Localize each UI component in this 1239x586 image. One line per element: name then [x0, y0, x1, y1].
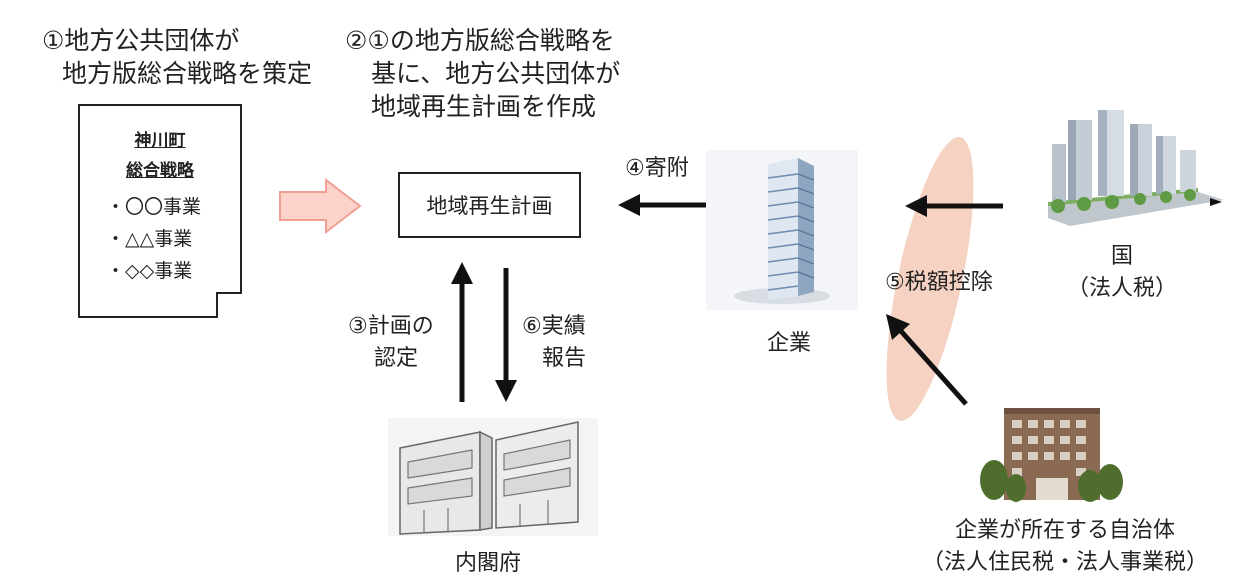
- step2-text: ②①の地方版総合戦略を 基に、地方公共団体が 地域再生計画を作成: [345, 24, 620, 123]
- step1-text: ①地方公共団体が 地方版総合戦略を策定: [42, 24, 312, 90]
- step1-line1: ①地方公共団体が: [42, 26, 240, 55]
- local-tax-arrow-icon: [886, 314, 968, 406]
- step3-line1: ③計画の: [348, 314, 434, 339]
- national-tax-arrow-icon: [905, 195, 1003, 217]
- document-title-line1: 神川町: [134, 131, 186, 151]
- step1-line2: 地方版総合戦略を策定: [62, 59, 313, 88]
- step2-line2: 基に、地方公共団体が: [371, 59, 621, 88]
- city-skyline-icon: [1048, 110, 1224, 226]
- step2-line1: ②①の地方版総合戦略を: [345, 26, 615, 55]
- local-government-line1: 企業が所在する自治体: [954, 518, 1175, 543]
- cabinet-office-building-icon: [388, 418, 598, 536]
- country-label: 国 （法人税）: [1062, 238, 1182, 302]
- document-item: ・◇◇事業: [106, 260, 193, 282]
- company-label: 企業: [767, 331, 812, 356]
- document-fold-corner: [216, 292, 242, 318]
- country-label-line1: 国: [1110, 244, 1133, 269]
- step6-line2: 報告: [542, 346, 587, 371]
- step6-label: ⑥実績 報告: [522, 308, 586, 372]
- cabinet-office-label: 内閣府: [455, 551, 522, 576]
- office-tower-icon: [706, 150, 858, 310]
- document-item: ・△△事業: [106, 228, 193, 250]
- step3-line2: 認定: [374, 346, 419, 371]
- pink-block-arrow-icon: [279, 178, 362, 234]
- step3-label: ③計画の 認定: [348, 308, 434, 372]
- municipal-building-icon: [980, 408, 1123, 502]
- local-government-line2: （法人住民税・法人事業税）: [921, 550, 1208, 575]
- document-title-line2: 総合戦略: [126, 161, 194, 181]
- step6-line1: ⑥実績: [522, 314, 586, 339]
- regional-revitalization-plan-box: 地域再生計画: [398, 172, 581, 238]
- step2-line3: 地域再生計画を作成: [371, 92, 597, 121]
- step5-label: ⑤税額控除: [885, 270, 993, 295]
- document-item: ・〇〇事業: [106, 196, 202, 218]
- step4-label: ④寄附: [625, 156, 689, 181]
- plan-box-label: 地域再生計画: [426, 194, 553, 218]
- local-government-label: 企業が所在する自治体 （法人住民税・法人事業税）: [900, 512, 1230, 576]
- donation-arrow-icon: [618, 194, 712, 216]
- strategy-document: 神川町 総合戦略 ・〇〇事業 ・△△事業 ・◇◇事業: [78, 104, 242, 318]
- results-report-arrow-icon: [495, 268, 517, 402]
- plan-approval-arrow-icon: [451, 262, 473, 402]
- country-label-line2: （法人税）: [1066, 276, 1177, 301]
